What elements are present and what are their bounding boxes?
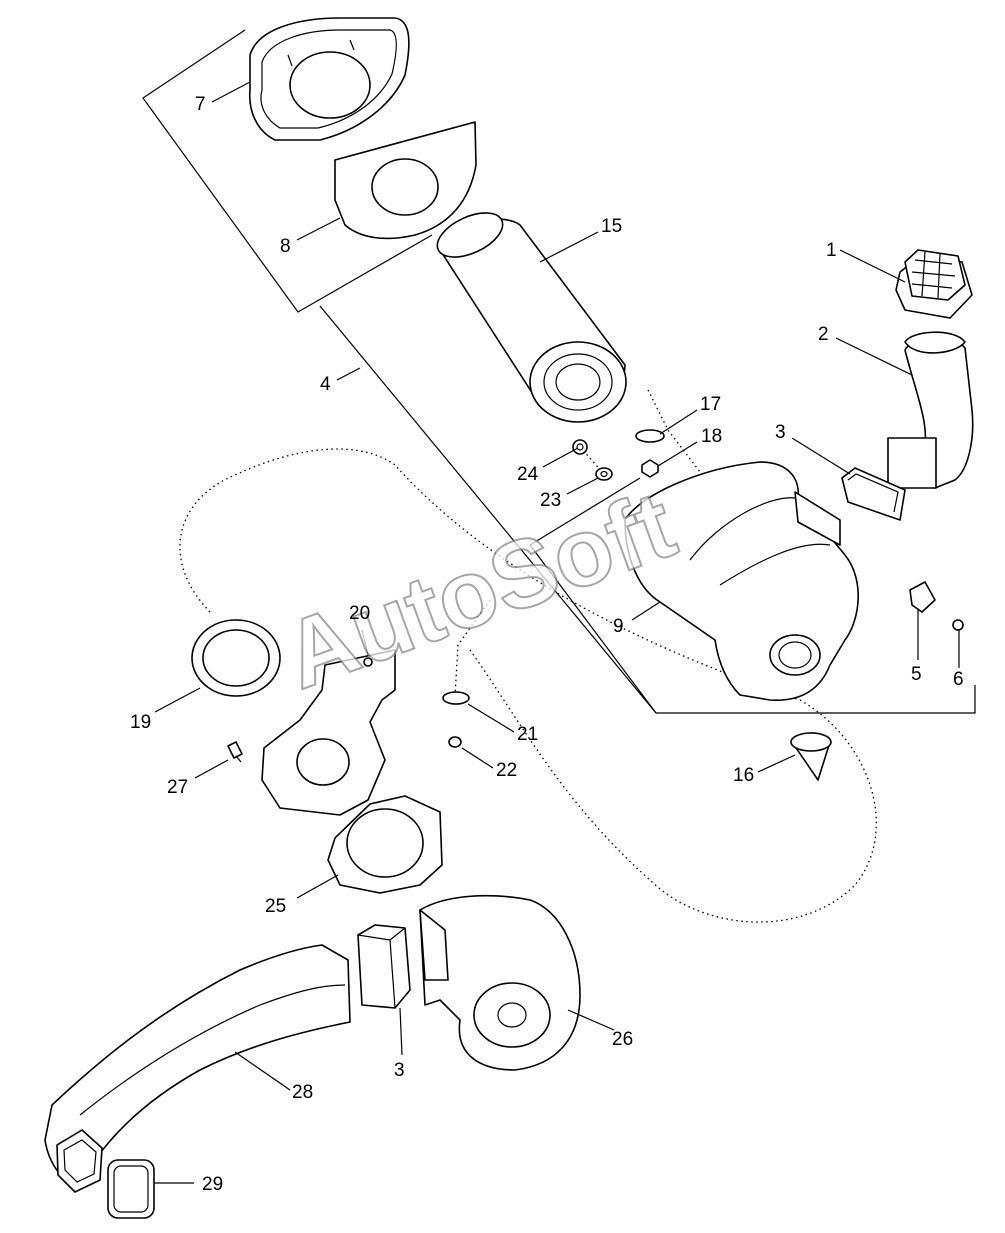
part-3-duct-sleeve-lower xyxy=(357,924,411,1009)
part-25-gasket xyxy=(327,795,443,894)
callout-23: 23 xyxy=(540,490,561,511)
callout-18: 18 xyxy=(701,426,722,447)
part-23-washer xyxy=(595,467,613,481)
part-1-inlet-cap xyxy=(895,249,973,319)
callout-15: 15 xyxy=(601,216,622,237)
callout-8: 8 xyxy=(280,236,291,257)
callout-labels: 1 2 3 4 5 6 7 8 9 15 16 17 18 19 20 21 2… xyxy=(130,94,964,1195)
part-16-nozzle xyxy=(790,732,832,781)
callout-5: 5 xyxy=(911,664,922,685)
callout-4: 4 xyxy=(320,374,331,395)
part-2-elbow-duct xyxy=(887,331,974,489)
callout-28: 28 xyxy=(292,1082,313,1103)
callout-20: 20 xyxy=(349,603,370,624)
part-22-nut xyxy=(448,736,462,748)
assembly-bracket-4 xyxy=(142,29,657,714)
callout-29: 29 xyxy=(202,1174,223,1195)
part-7-upper-cover xyxy=(249,17,410,141)
callout-3-lower: 3 xyxy=(394,1060,405,1081)
callout-1: 1 xyxy=(826,240,837,261)
part-18-nut xyxy=(641,459,659,478)
part-21-washer xyxy=(442,691,470,705)
part-26-blower xyxy=(419,894,581,1071)
part-15-filter-element xyxy=(436,212,627,423)
callout-7: 7 xyxy=(195,94,206,115)
part-9-plenum-housing xyxy=(624,461,859,701)
dotted-axis-20 xyxy=(454,599,491,697)
callout-22: 22 xyxy=(496,760,517,781)
part-5-clip xyxy=(909,581,936,613)
part-20-mounting-plate xyxy=(261,649,396,816)
leader-lines xyxy=(154,81,960,1184)
callout-9: 9 xyxy=(613,616,624,637)
part-19-ring-gasket xyxy=(191,619,281,697)
assembly-bracket-9 xyxy=(529,477,976,714)
callout-3-upper: 3 xyxy=(775,422,786,443)
callout-21: 21 xyxy=(517,724,538,745)
part-3-rect-sleeve-upper xyxy=(841,467,906,521)
part-27-bolt xyxy=(227,741,243,763)
part-8-gasket-plate xyxy=(334,121,477,240)
callout-2: 2 xyxy=(818,324,829,345)
callout-24: 24 xyxy=(517,464,539,485)
callout-6: 6 xyxy=(953,669,964,690)
callout-26: 26 xyxy=(612,1029,633,1050)
part-29-square-seal xyxy=(107,1159,155,1219)
callout-25: 25 xyxy=(265,896,286,917)
callout-19: 19 xyxy=(130,712,151,733)
part-24-nut xyxy=(572,439,588,455)
callout-16: 16 xyxy=(733,765,754,786)
part-28-long-duct xyxy=(44,944,351,1193)
watermark: AutoSoft xyxy=(271,471,688,710)
part-17-washer xyxy=(635,429,665,443)
part-6-nut xyxy=(952,619,964,631)
callout-27: 27 xyxy=(167,777,188,798)
callout-17: 17 xyxy=(700,394,721,415)
